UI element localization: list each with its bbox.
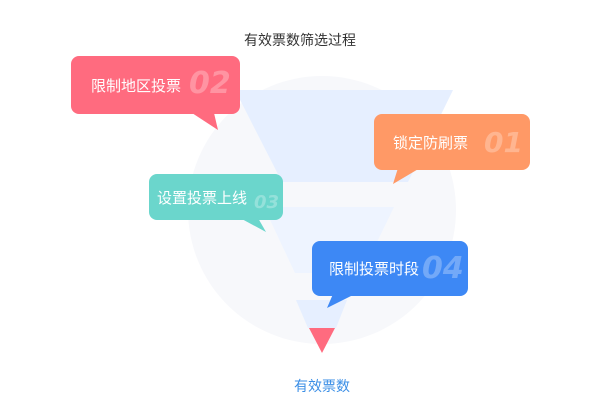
step-bubble-02: 限制地区投票 02 <box>71 56 240 114</box>
step-label: 设置投票上线 <box>157 188 248 207</box>
step-bubble-03: 设置投票上线 03 <box>149 174 283 220</box>
step-label: 锁定防刷票 <box>393 133 469 152</box>
step-number: 01 <box>484 126 523 159</box>
step-number: 03 <box>254 192 280 213</box>
funnel-tip <box>309 328 335 353</box>
funnel-output-label: 有效票数 <box>294 379 350 395</box>
diagram-title: 有效票数筛选过程 <box>244 33 356 49</box>
step-number: 04 <box>422 251 464 286</box>
step-label: 限制投票时段 <box>329 260 420 278</box>
step-bubble-04: 限制投票时段 04 <box>312 241 468 296</box>
step-bubble-01: 锁定防刷票 01 <box>374 114 530 170</box>
step-label: 限制地区投票 <box>91 76 182 95</box>
step-number: 02 <box>189 66 231 101</box>
